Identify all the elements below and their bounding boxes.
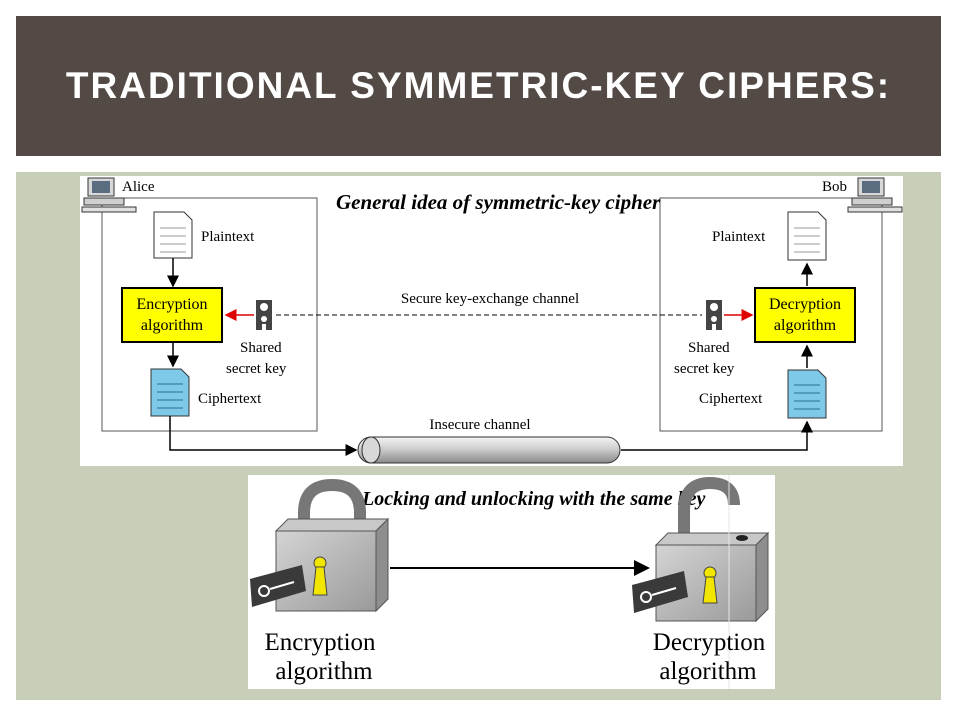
lock-decryption-line1: Decryption	[653, 629, 766, 656]
lock-encryption-line1: Encryption	[264, 629, 376, 656]
slide-title: TRADITIONAL SYMMETRIC-KEY CIPHERS:	[65, 65, 892, 106]
key-icon	[706, 300, 722, 330]
lock-encryption-line2: algorithm	[275, 658, 373, 685]
cipher-diagram-svg: Alice Bob General idea of symmetric-key …	[81, 177, 903, 464]
lock-decryption-line2: algorithm	[659, 658, 757, 685]
diagram2-title: Locking and unlocking with the same key	[361, 488, 705, 510]
bob-label: Bob	[822, 179, 847, 195]
encryption-algorithm-box	[121, 287, 223, 343]
diagram1-title: General idea of symmetric-key cipher	[336, 190, 661, 214]
title-bar: TRADITIONAL SYMMETRIC-KEY CIPHERS:	[16, 16, 941, 156]
ciphertext-document-icon	[150, 368, 190, 417]
decryption-label-line2: algorithm	[774, 317, 837, 334]
alice-label: Alice	[122, 179, 155, 195]
insecure-channel-label: Insecure channel	[429, 417, 530, 433]
shared-key-right-line2: secret key	[674, 361, 735, 377]
lock-analogy-diagram: Locking and unlocking with the same key	[248, 475, 775, 689]
plaintext-document-icon	[787, 211, 827, 261]
open-padlock-icon	[654, 476, 770, 623]
ciphertext-left-label: Ciphertext	[198, 391, 262, 407]
shared-key-left-line1: Shared	[240, 340, 282, 356]
shared-key-left-line2: secret key	[226, 361, 287, 377]
lock-diagram-svg: Locking and unlocking with the same key	[250, 475, 770, 689]
shared-key-right-line1: Shared	[688, 340, 730, 356]
symmetric-key-cipher-diagram: Alice Bob General idea of symmetric-key …	[80, 176, 903, 466]
key-icon	[256, 300, 272, 330]
encryption-label-line2: algorithm	[141, 317, 204, 334]
computer-icon	[81, 177, 137, 213]
ciphertext-document-icon	[787, 369, 827, 419]
insecure-channel-pipe	[357, 436, 621, 464]
encryption-label-line1: Encryption	[136, 296, 207, 313]
secure-channel-label: Secure key-exchange channel	[401, 291, 579, 307]
key-icon	[632, 571, 688, 613]
key-icon	[250, 565, 306, 607]
plaintext-document-icon	[153, 211, 193, 259]
decryption-algorithm-box	[754, 287, 856, 343]
plaintext-right-label: Plaintext	[712, 229, 766, 245]
decryption-label-line1: Decryption	[769, 296, 841, 313]
plaintext-left-label: Plaintext	[201, 229, 255, 245]
computer-icon	[847, 177, 903, 213]
ciphertext-right-label: Ciphertext	[699, 391, 763, 407]
